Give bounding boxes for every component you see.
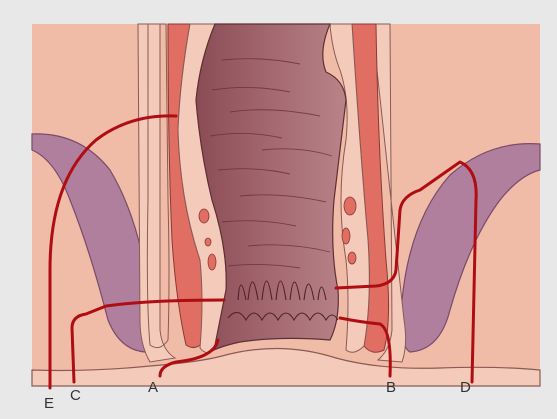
label-a: A <box>148 379 158 396</box>
label-d: D <box>460 379 471 396</box>
label-e: E <box>44 395 54 412</box>
label-c: C <box>70 387 81 404</box>
label-b: B <box>386 379 396 396</box>
